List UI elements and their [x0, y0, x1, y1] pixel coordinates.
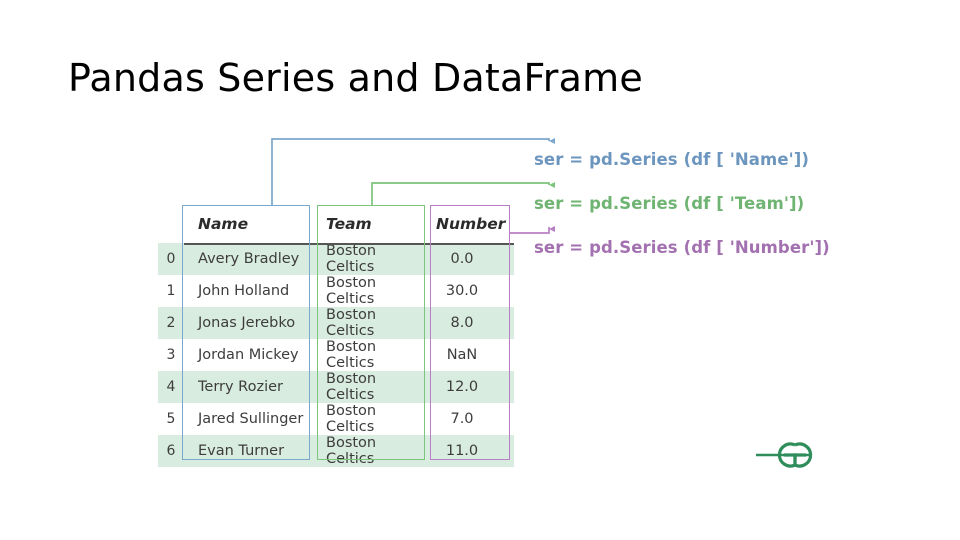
- cell-number: 8.0: [424, 307, 514, 339]
- cell-name: Terry Rozier: [184, 371, 312, 403]
- cell-name: Jonas Jerebko: [184, 307, 312, 339]
- cell-team: Boston Celtics: [312, 307, 424, 339]
- table-row: 4 Terry Rozier Boston Celtics 12.0: [158, 371, 514, 403]
- code-annotation-name: ser = pd.Series (df [ 'Name']): [534, 150, 810, 169]
- connector-team: [371, 182, 555, 205]
- code-annotation-team: ser = pd.Series (df [ 'Team']): [534, 194, 805, 213]
- code-annotation-number: ser = pd.Series (df [ 'Number']): [534, 238, 830, 257]
- cell-name: John Holland: [184, 275, 312, 307]
- cell-team: Boston Celtics: [312, 435, 424, 467]
- column-header-name: Name: [198, 215, 249, 233]
- table-header-row: Name Team Number: [158, 205, 514, 243]
- cell-name: Jordan Mickey: [184, 339, 312, 371]
- cell-index: 4: [158, 371, 184, 403]
- page-title: Pandas Series and DataFrame: [68, 56, 643, 100]
- connector-number: [510, 229, 550, 234]
- cell-name: Avery Bradley: [184, 243, 312, 275]
- cell-index: 3: [158, 339, 184, 371]
- cell-number: 30.0: [424, 275, 514, 307]
- table-row: 1 John Holland Boston Celtics 30.0: [158, 275, 514, 307]
- table-row: 6 Evan Turner Boston Celtics 11.0: [158, 435, 514, 467]
- cell-team: Boston Celtics: [312, 339, 424, 371]
- cell-index: 2: [158, 307, 184, 339]
- cell-index: 6: [158, 435, 184, 467]
- table-row: 2 Jonas Jerebko Boston Celtics 8.0: [158, 307, 514, 339]
- column-header-number: Number: [436, 215, 506, 233]
- dataframe-table: Name Team Number 0 Avery Bradley Boston …: [158, 205, 514, 467]
- connector-name: [271, 138, 555, 205]
- geeksforgeeks-logo: [756, 442, 813, 468]
- table-row: 3 Jordan Mickey Boston Celtics NaN: [158, 339, 514, 371]
- cell-number: 0.0: [424, 243, 514, 275]
- table-row: 0 Avery Bradley Boston Celtics 0.0: [158, 243, 514, 275]
- cell-number: NaN: [424, 339, 514, 371]
- cell-number: 7.0: [424, 403, 514, 435]
- cell-number: 12.0: [424, 371, 514, 403]
- cell-index: 1: [158, 275, 184, 307]
- cell-name: Jared Sullinger: [184, 403, 312, 435]
- table-row: 5 Jared Sullinger Boston Celtics 7.0: [158, 403, 514, 435]
- column-header-team: Team: [326, 215, 372, 233]
- cell-name: Evan Turner: [184, 435, 312, 467]
- dataframe-table-wrapper: Name Team Number 0 Avery Bradley Boston …: [158, 205, 514, 467]
- cell-team: Boston Celtics: [312, 403, 424, 435]
- column-header-index: [158, 205, 184, 243]
- cell-number: 11.0: [424, 435, 514, 467]
- cell-team: Boston Celtics: [312, 275, 424, 307]
- cell-team: Boston Celtics: [312, 243, 424, 275]
- cell-index: 5: [158, 403, 184, 435]
- cell-team: Boston Celtics: [312, 371, 424, 403]
- header-divider-rule: [184, 243, 514, 245]
- cell-index: 0: [158, 243, 184, 275]
